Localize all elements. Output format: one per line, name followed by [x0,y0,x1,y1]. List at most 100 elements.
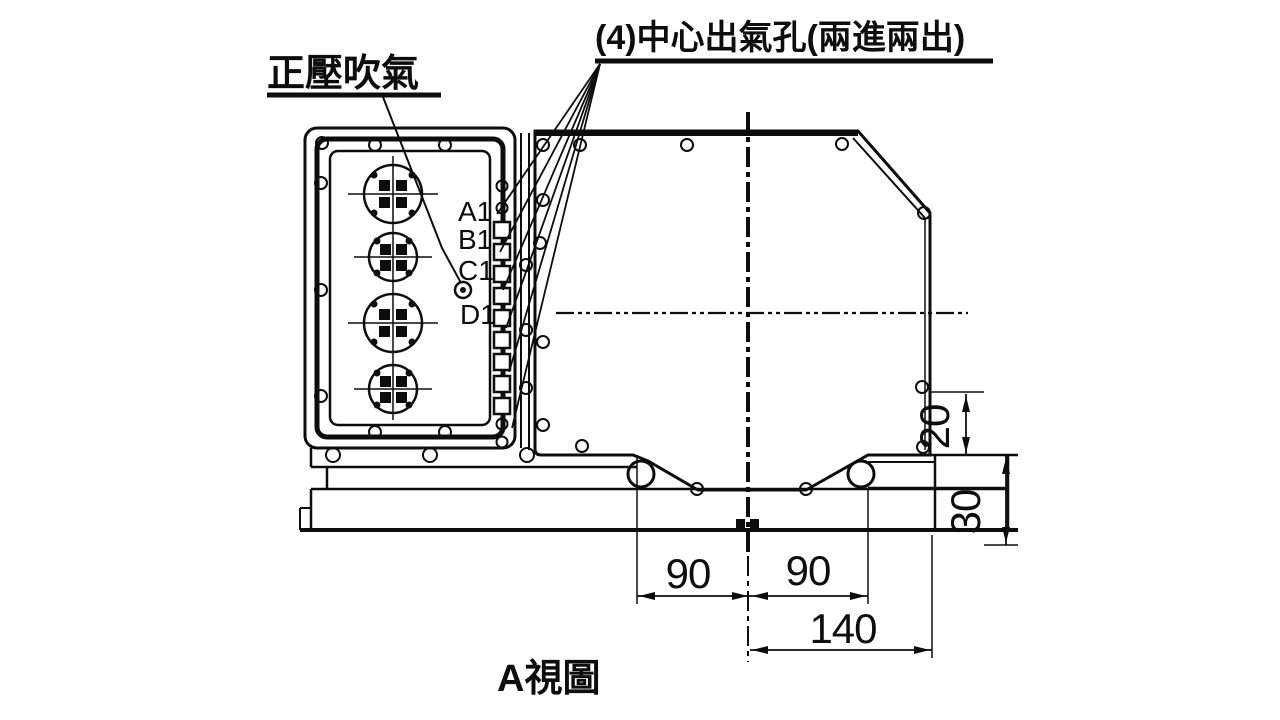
port-center-checker [380,244,391,255]
leader-line [505,63,601,329]
port-center-checker [396,376,407,387]
left-flange-assembly [303,126,517,450]
port-bolt-dot [373,269,381,277]
dim-arrow [962,437,970,453]
port-bolt-dot [405,237,413,245]
port-center-checker [379,309,390,320]
centerlines [556,112,968,662]
bolt-hole-circle [315,136,329,150]
bolt-hole-circle [575,439,589,453]
bolt-hole-circle [519,447,535,463]
center-mark-square [750,519,759,528]
center-mark-square [736,519,745,528]
leader-line [502,63,601,291]
bolt-hole-circle [533,236,547,250]
air-blow-target-outer [453,280,473,300]
dim-arrow [962,396,970,412]
bolt-hole-circle [314,389,328,403]
dim-arrow [1002,527,1010,543]
dimensions: 90 90 140 20 30 [636,391,1018,658]
port-circle-b [354,231,432,283]
bolt-hole-circle [519,381,533,395]
strip-square-port [492,330,512,350]
bolt-hole-circle [314,176,328,190]
callouts: (4)中心出氣孔(兩進兩出) 正壓吹氣 A1 B1 C1 D1 [267,19,993,429]
dim-90-left: 90 [666,550,711,597]
bolt-hole-circle [680,138,694,152]
bolt-hole-circle [915,380,929,394]
hole-label-c1: C1 [458,255,494,286]
port-center-checker [380,392,391,403]
strip-square-port [492,220,512,240]
view-title: A視圖 [497,658,600,700]
dim-20: 20 [911,405,958,450]
port-center-checker [380,260,391,271]
strip-square-port [492,396,512,416]
port-center-checker [396,309,407,320]
bolt-hole-circle [422,447,438,463]
port-center-checker [379,326,390,337]
port-bolt-dot [408,338,416,346]
bottom-rails [299,447,1018,532]
bolt-hole-circle [368,425,382,439]
dim-140: 140 [809,605,876,652]
leader-line [499,63,601,253]
bolt-hole-circle [495,435,509,449]
strip-square-port [492,242,512,262]
bolt-hole-circle [916,440,930,454]
port-bolt-dot [408,209,416,217]
bolt-hole-circle [519,323,533,337]
port-circle-d [354,363,432,415]
bolt-hole-circle [438,138,452,152]
port-bolt-dot [373,369,381,377]
flange-inner-frame [328,149,492,427]
port-bolt-dot [405,369,413,377]
port-bolt-dot [370,300,378,308]
bolt-hole-circle [325,447,341,463]
port-bolt-dot [405,401,413,409]
port-center-checker [396,180,407,191]
main-body-outline [533,129,932,492]
bolt-hole-circle [536,335,550,349]
port-center-checker [379,180,390,191]
port-center-checker [396,244,407,255]
port-center-checker [379,197,390,208]
dim-arrow [850,592,866,600]
bolt-hole-circle [438,425,452,439]
bolt-hole-circle [536,418,550,432]
leader-line [508,63,601,373]
dim-arrow [752,646,768,654]
bolt-hole-circle [495,179,509,193]
dim-30: 30 [942,490,989,535]
port-bolt-dot [373,237,381,245]
notch-arc [626,459,656,489]
main-body [519,129,932,496]
port-circle-c [348,292,438,354]
port-center-checker [396,392,407,403]
port-bolt-dot [370,209,378,217]
strip-square-port [492,352,512,372]
leader-line [511,63,601,429]
hole-label-d1: D1 [460,299,496,330]
flange-mid-frame [314,136,506,440]
main-body-corner-line [852,137,926,219]
strip-square-port [492,374,512,394]
top-callout-label: (4)中心出氣孔(兩進兩出) [595,19,965,57]
bolt-strip [492,133,530,450]
bolt-hole-circle [495,201,509,215]
dim-arrow [639,592,655,600]
hole-label-b1: B1 [458,224,492,255]
air-blow-target-inner [460,287,466,293]
dim-90-right: 90 [786,547,831,594]
port-center-checker [380,376,391,387]
flange-outer-frame [303,126,517,450]
port-bolt-dot [370,171,378,179]
port-circle-a [348,163,438,225]
port-bolt-dot [373,401,381,409]
dim-arrow [914,646,930,654]
notch-arc [846,459,876,489]
bolt-hole-circle [536,193,550,207]
dim-arrow [1002,458,1010,474]
